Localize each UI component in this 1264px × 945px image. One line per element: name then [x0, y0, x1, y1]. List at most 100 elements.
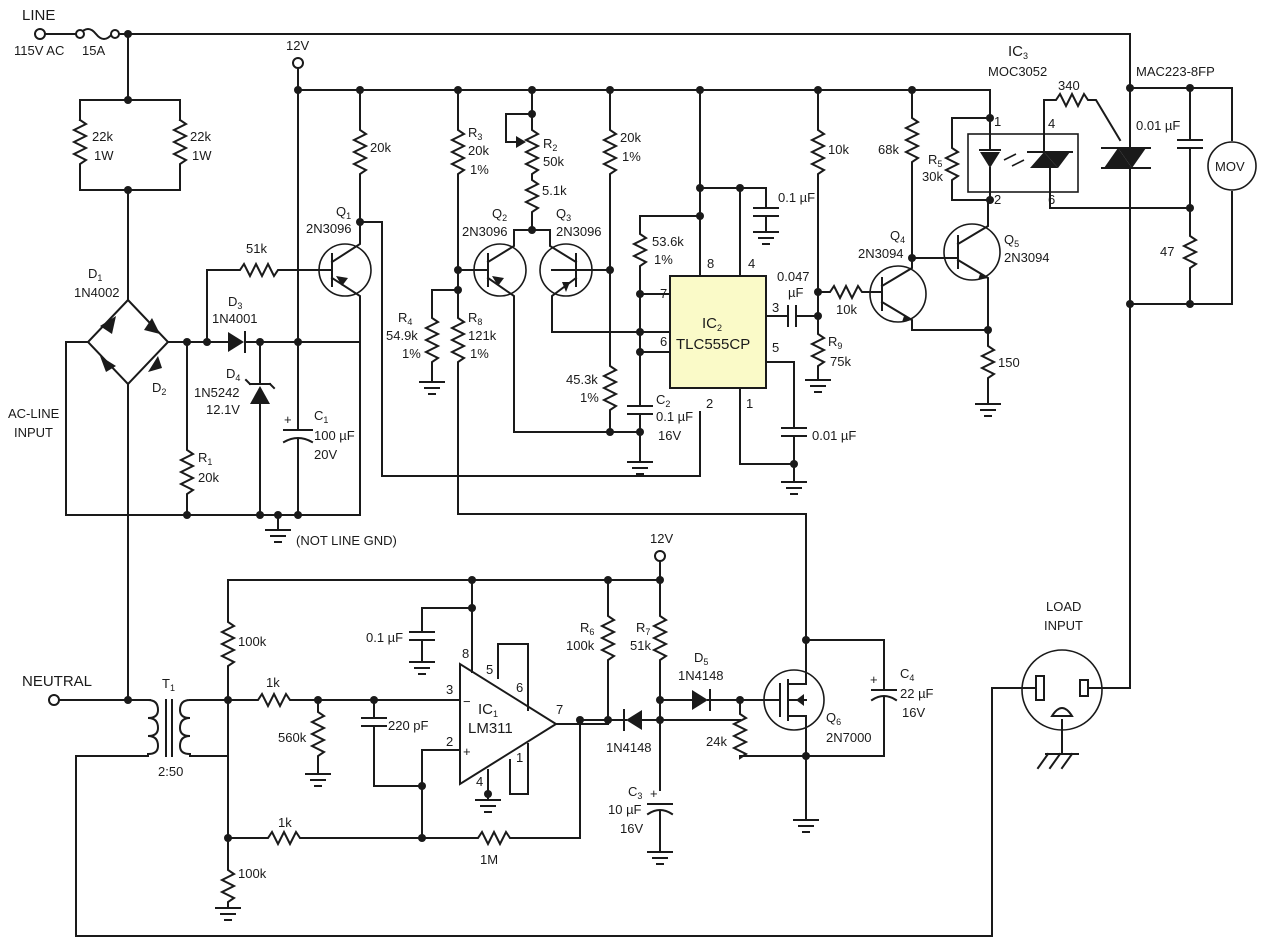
c01-311-value: 0.1 µF [366, 630, 403, 645]
fuse-terminal-left [75, 29, 85, 39]
r-q1c-value: 20k [370, 140, 391, 155]
resistor-1k-a [227, 579, 661, 709]
driver-section: 68k Q4 2N3094 Q5 2N3094 150 R5 30k [858, 86, 1050, 417]
ic1-pin1: 1 [516, 750, 523, 765]
resistor-5k1 [523, 177, 541, 231]
r453k-value: 45.3k [566, 372, 598, 387]
r22k-a-rating: 1W [94, 148, 114, 163]
r5k1-value: 5.1k [542, 183, 567, 198]
q6-label: Q6 [826, 710, 841, 727]
mov-label: MOV [1215, 159, 1245, 174]
c1-label: C1 [314, 408, 328, 425]
r4-label: R4 [398, 310, 412, 327]
c1-polarity: + [284, 412, 292, 427]
ic3-triac [1030, 152, 1058, 168]
q3-part: 2N3096 [556, 224, 602, 239]
c4-value: 22 µF [900, 686, 934, 701]
r7-value: 51k [630, 638, 651, 653]
q5-label: Q5 [1004, 232, 1019, 249]
r5-value: 30k [922, 169, 943, 184]
r8-label: R8 [468, 310, 482, 327]
r9-value: 75k [830, 354, 851, 369]
d1-label: D1 [88, 266, 102, 283]
resistor-68k [903, 89, 921, 259]
r1m-value: 1M [480, 852, 498, 867]
q1-section: 20k Q1 2N3096 [306, 86, 701, 516]
resistor-22k-a [71, 118, 89, 176]
dropper-wiring [79, 33, 181, 301]
neutral-terminal [48, 694, 60, 706]
resistor-r7 [651, 559, 669, 791]
opto-triac-section: IC3 MOC3052 1 2 4 6 340 [967, 43, 1191, 209]
r22k-b-value: 22k [190, 129, 211, 144]
c3-value: 10 µF [608, 802, 642, 817]
ic3-pin2: 2 [994, 192, 1001, 207]
r68k-value: 68k [878, 142, 899, 157]
capacitor-220p [361, 699, 423, 787]
ic1-pin7: 7 [556, 702, 563, 717]
r8-tol: 1% [470, 346, 489, 361]
c047-unit: µF [788, 285, 803, 300]
r20k-1p-tol: 1% [622, 149, 641, 164]
ic3-moc3052 [967, 133, 1079, 193]
ic1-label: IC1 [478, 701, 498, 719]
fuse-terminal-right [110, 29, 120, 39]
transistor-q5 [943, 223, 1001, 281]
resistor-340 [1043, 91, 1122, 142]
vcc-12v-bottom [654, 550, 666, 562]
q3-label: Q3 [556, 206, 571, 223]
mov-varistor [1207, 141, 1257, 191]
resistor-r3 [449, 89, 467, 291]
ac-input-label-1: AC-LINE [8, 406, 60, 421]
r22k-a-value: 22k [92, 129, 113, 144]
c2-value: 0.1 µF [656, 409, 693, 424]
capacitor-c3 [646, 803, 674, 865]
snubber-network [1177, 87, 1203, 305]
ic2-pin6: 6 [660, 334, 667, 349]
bridge-diode-d1 [100, 316, 116, 334]
d1-part: 1N4002 [74, 285, 120, 300]
resistor-51k-q1 [206, 261, 321, 343]
resistor-560k [305, 699, 331, 787]
ic2-pin8: 8 [707, 256, 714, 271]
ic3-part: MOC3052 [988, 64, 1047, 79]
line-voltage-label: 115V AC [14, 43, 64, 58]
t1-ratio: 2:50 [158, 764, 183, 779]
q1-to-555-trigger-wire [359, 221, 701, 477]
d3-part: 1N4001 [212, 311, 258, 326]
snubber-c-value: 0.01 µF [1136, 118, 1180, 133]
q4-label: Q4 [890, 228, 905, 245]
power-supply-section: LINE 115V AC 15A 22k 1W 22k 1W D1 1N4002… [8, 7, 1131, 701]
c220p-value: 220 pF [388, 718, 429, 733]
r9-label: R9 [828, 334, 842, 351]
c4-voltage: 16V [902, 705, 925, 720]
c3-voltage: 16V [620, 821, 643, 836]
d2-label: D2 [152, 380, 166, 397]
ic1-pin8: 8 [462, 646, 469, 661]
ic3-label: IC3 [1008, 43, 1028, 61]
ic2-part: TLC555CP [676, 336, 750, 353]
capacitor-c2 [627, 293, 653, 475]
r3-value: 20k [468, 143, 489, 158]
resistor-10k-top [809, 89, 827, 317]
ic2-pin5: 5 [772, 340, 779, 355]
d-ic1-part: 1N4148 [606, 740, 652, 755]
divider-resistors [601, 89, 619, 433]
fuse-label: 15A [82, 43, 105, 58]
triac-mac223 [1104, 148, 1132, 168]
bias-resistors [215, 579, 241, 921]
r20k-1p-value: 20k [620, 130, 641, 145]
r453k-tol: 1% [580, 390, 599, 405]
comparator-section: NEUTRAL T1 2:50 100k 100k 1k 1k 1M 560k … [22, 531, 934, 921]
ic3-pin4: 4 [1048, 116, 1055, 131]
r1-label: R1 [198, 450, 212, 467]
vcc-12v-top-label: 12V [286, 38, 309, 53]
q6-part: 2N7000 [826, 730, 872, 745]
c1-value: 100 µF [314, 428, 355, 443]
resistor-1k-b-and-1m [227, 719, 581, 847]
r7-label: R7 [636, 620, 650, 637]
r100k-top-value: 100k [238, 634, 267, 649]
d3-label: D3 [228, 294, 242, 311]
capacitor-c4 [805, 639, 898, 757]
